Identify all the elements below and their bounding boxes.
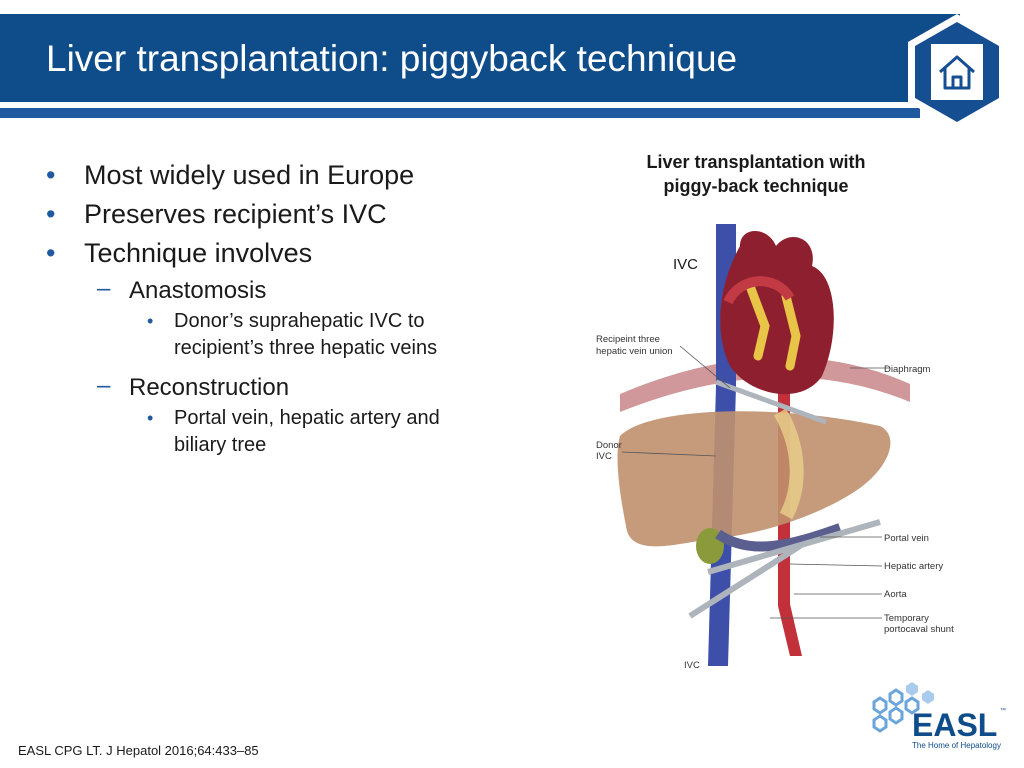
label-donor-ivc: Donor [596, 440, 622, 451]
citation: EASL CPG LT. J Hepatol 2016;64:433–85 [18, 743, 259, 758]
label-donor-ivc: IVC [596, 451, 612, 462]
label-diaphragm: Diaphragm [884, 364, 931, 375]
bullet-item: •Preserves recipient’s IVC [46, 199, 387, 229]
title-rule [0, 108, 920, 118]
piggyback-illustration: Recipeint three hepatic vein union Diaph… [596, 224, 954, 671]
home-icon[interactable] [904, 10, 1010, 134]
label-ivc-bottom: IVC [684, 660, 700, 671]
svg-text:EASL: EASL [912, 707, 997, 743]
label-shunt: Temporary [884, 613, 929, 624]
bullet-list: •Most widely used in Europe •Preserves r… [46, 156, 516, 467]
svg-text:™: ™ [1000, 707, 1006, 714]
title-bar [0, 14, 960, 102]
sub-bullet-item: –Anastomosis [97, 275, 267, 304]
slide-title: Liver transplantation: piggyback techniq… [46, 38, 738, 79]
label-portal-vein: Portal vein [884, 533, 929, 544]
label-aorta: Aorta [884, 589, 907, 600]
label-hepatic-artery: Hepatic artery [884, 561, 943, 572]
bullet-item: •Most widely used in Europe [46, 160, 415, 190]
svg-text:The Home of Hepatology: The Home of Hepatology [912, 741, 1001, 750]
label-recipient-union: Recipeint three [596, 334, 660, 345]
easl-logo: EASL ™ The Home of Hepatology [872, 682, 1006, 750]
ivc-label: IVC [673, 256, 699, 273]
bullet-item: •Technique involves [46, 238, 313, 268]
sub-bullet-item: –Reconstruction [97, 372, 290, 401]
label-shunt: portocaval shunt [884, 624, 954, 635]
label-recipient-union: hepatic vein union [596, 346, 673, 357]
